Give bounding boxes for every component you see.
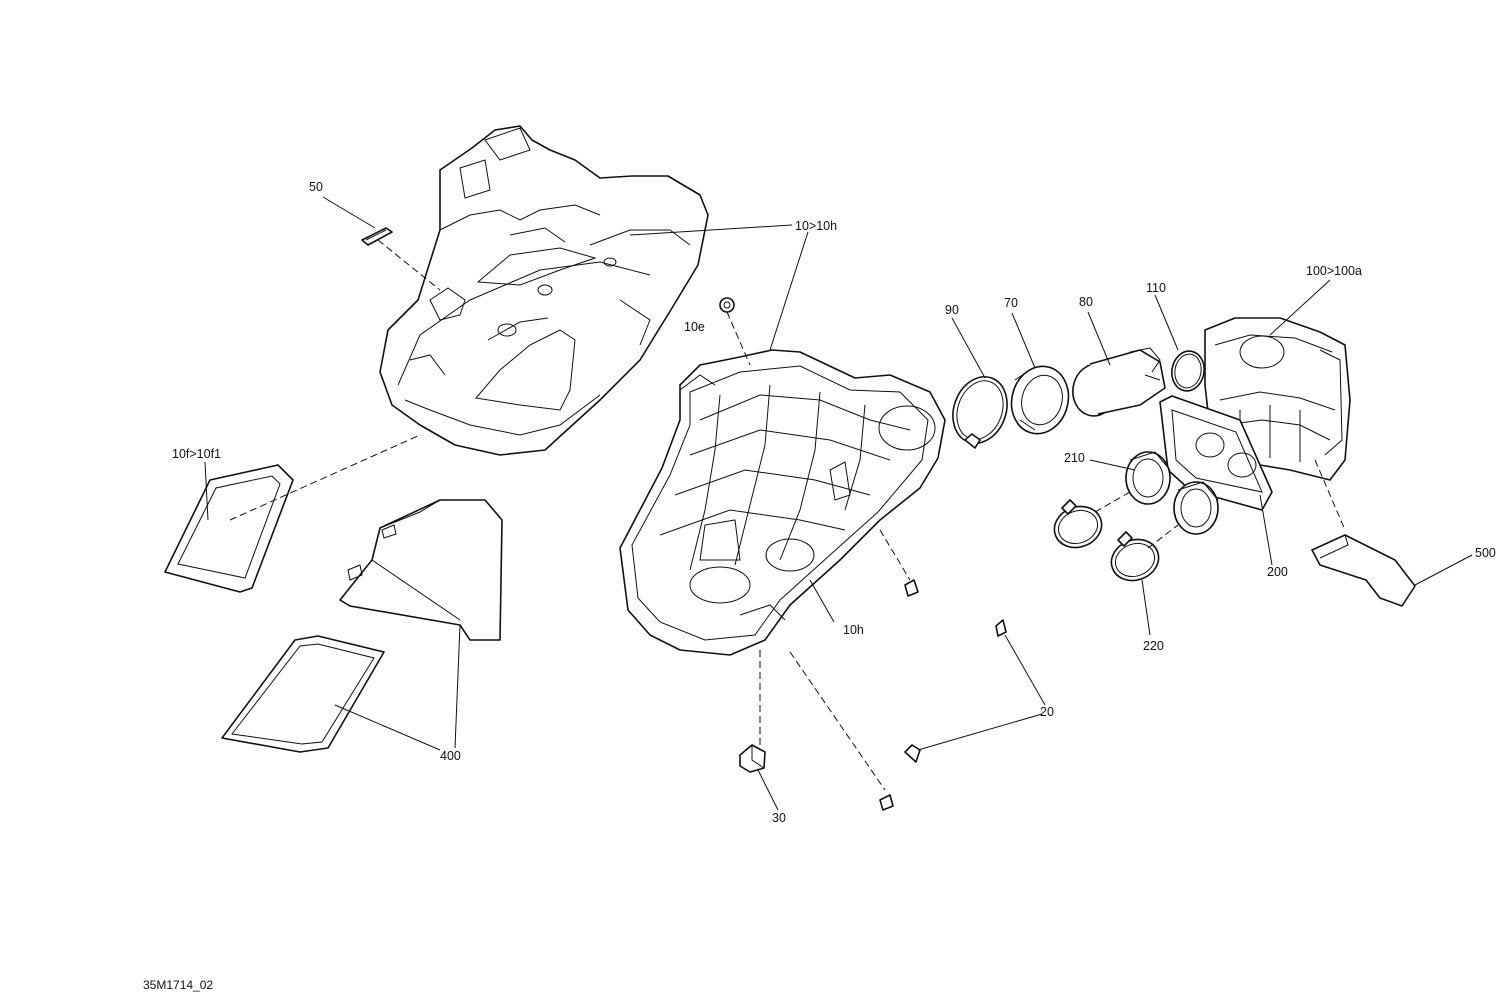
figure-reference: 35M1714_02 [143, 978, 213, 992]
callout-10f-10f1: 10f>10f1 [172, 447, 221, 461]
callout-200: 200 [1267, 565, 1288, 579]
callout-10-10h: 10>10h [795, 219, 837, 233]
part-210-boots [1125, 451, 1219, 535]
callout-100-100a: 100>100a [1306, 264, 1362, 278]
air-box-cover [379, 125, 709, 456]
air-box-base [619, 349, 946, 656]
callout-80: 80 [1079, 295, 1093, 309]
leader-lines [204, 196, 1473, 811]
callout-500: 500 [1475, 546, 1496, 560]
part-50-label-plate [361, 227, 393, 246]
part-110-o-ring [1171, 350, 1205, 392]
callout-10h: 10h [843, 623, 864, 637]
part-220-clamps [1053, 499, 1160, 582]
callout-110: 110 [1146, 281, 1166, 295]
part-400-duct-and-pad [221, 499, 503, 753]
part-10e-grommet [719, 297, 735, 313]
callout-10e: 10e [684, 320, 705, 334]
callout-90: 90 [945, 303, 959, 317]
callout-30: 30 [772, 811, 786, 825]
part-90-clamp [952, 376, 1008, 449]
callout-220: 220 [1143, 639, 1164, 653]
part-200-base-plate [1159, 395, 1273, 511]
callout-70: 70 [1004, 296, 1018, 310]
part-30-clip-block [739, 744, 766, 773]
callout-50: 50 [309, 180, 323, 194]
callout-20: 20 [1040, 705, 1054, 719]
callout-labels: 50 10>10h 10e 10f>10f1 10h 90 70 80 110 … [172, 180, 1496, 825]
part-10f-seal [164, 464, 294, 593]
part-80-tube [1072, 347, 1166, 417]
callout-210: 210 [1064, 451, 1085, 465]
part-20-clips [879, 579, 1007, 811]
assembly-lines [229, 239, 1346, 791]
callout-400: 400 [440, 749, 461, 763]
part-500-foam-pad [1311, 534, 1416, 607]
part-70-coupler [1010, 365, 1070, 435]
